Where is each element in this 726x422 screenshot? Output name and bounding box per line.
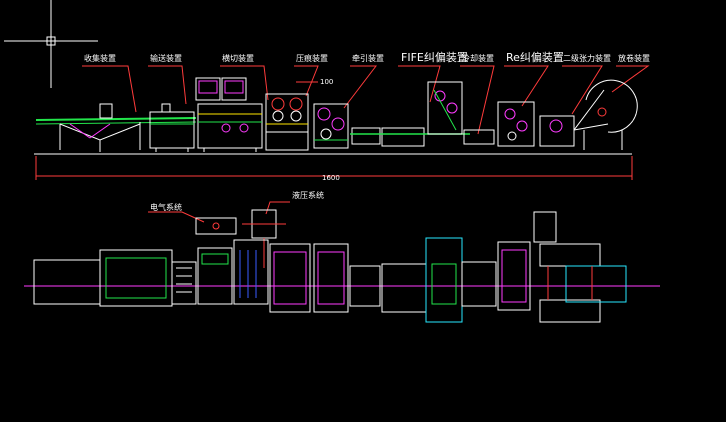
- label-unwind: 放卷装置: [618, 53, 650, 63]
- dim-1600-text: 1600: [322, 174, 340, 182]
- re-device: [497, 101, 535, 147]
- tension-unwind-device: [539, 79, 638, 150]
- label-cooling: 冷却装置: [462, 53, 494, 63]
- transfer-device: [149, 103, 195, 152]
- dimension-height: 100: [296, 78, 333, 86]
- label-traction: 牵引装置: [352, 53, 384, 63]
- label-hydraulic: 液压系统: [292, 190, 324, 200]
- label-fife: FIFE纠偏装置: [401, 50, 468, 64]
- label-electric: 电气系统: [150, 202, 182, 212]
- fife-cooling-device: [350, 81, 495, 147]
- label-cutting: 横切装置: [222, 53, 254, 63]
- cutting-device: [195, 77, 263, 152]
- label-press: 压痕装置: [296, 53, 328, 63]
- hydraulic-unit: [242, 209, 286, 268]
- label-transfer: 输送装置: [150, 53, 182, 63]
- crosshair-cursor-icon: [4, 0, 98, 88]
- label-collect: 收集装置: [84, 53, 116, 63]
- elevation-labels: 收集装置 输送装置 横切装置 压痕装置 牵引装置 FIFE纠偏装置 冷却装置 R…: [84, 50, 650, 64]
- press-device: [265, 93, 309, 151]
- dim-100-text: 100: [320, 78, 333, 86]
- plan-cutting-press: [197, 239, 311, 313]
- leader-lines: [82, 65, 650, 135]
- plan-traction-fife: [313, 237, 497, 323]
- collect-device: [35, 103, 197, 152]
- plan-collect: [33, 249, 197, 307]
- electric-cabinet: [195, 217, 237, 235]
- label-re: Re纠偏装置: [506, 50, 564, 64]
- label-tension: 二级张力装置: [563, 53, 611, 63]
- plan-re-unwind: [497, 211, 627, 323]
- dimension-length: 1600: [35, 156, 633, 182]
- traction-device: [313, 103, 349, 149]
